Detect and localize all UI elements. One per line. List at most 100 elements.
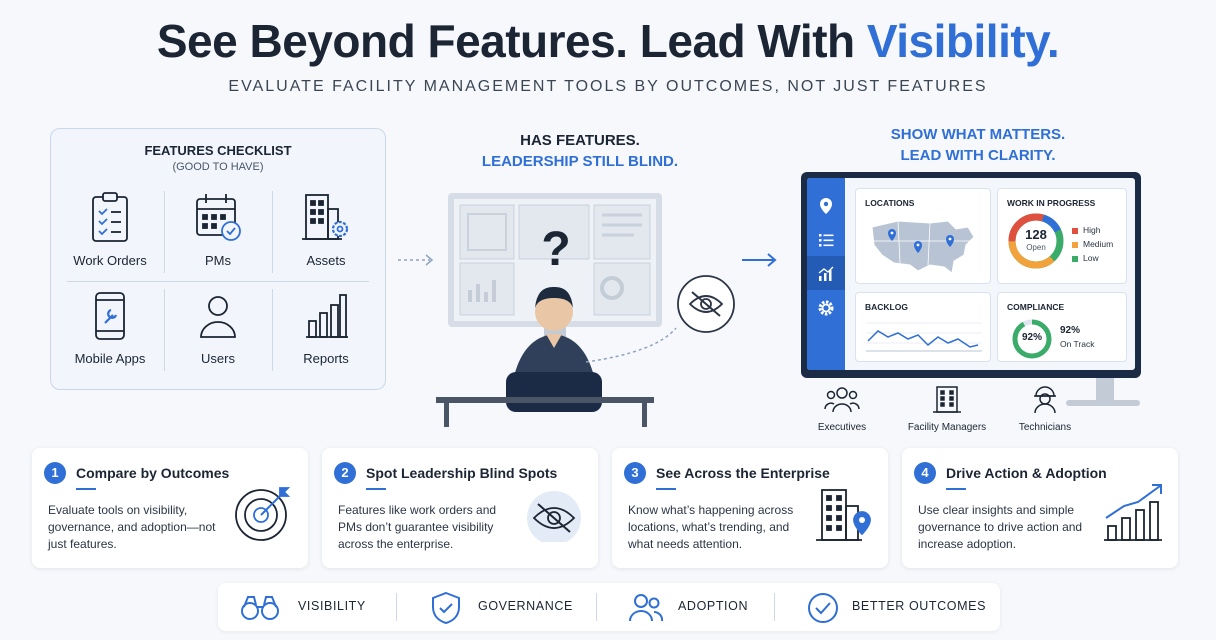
headline-main: See Beyond Features. Lead With	[156, 15, 867, 67]
location-pin-icon[interactable]	[816, 196, 836, 216]
outcome-governance: GOVERNANCE	[430, 583, 590, 631]
compliance-card[interactable]: COMPLIANCE 92% 92% On Track	[997, 292, 1127, 362]
compliance-arc	[1012, 319, 1052, 359]
eye-slash-icon	[527, 491, 581, 542]
compliance-ring-value: 92%	[1021, 332, 1042, 343]
role-label: Facility Managers	[907, 422, 987, 433]
step-card-4: 4 Drive Action & Adoption Use clear insi…	[902, 448, 1178, 568]
step-number: 1	[44, 462, 66, 484]
outcome-label: VISIBILITY	[298, 599, 366, 613]
list-icon[interactable]	[816, 230, 836, 250]
checklist-divider	[272, 289, 273, 371]
headline: See Beyond Features. Lead With Visibilit…	[0, 14, 1216, 68]
dashed-arrow-icon	[398, 254, 434, 266]
analytics-icon[interactable]	[816, 264, 836, 284]
outcome-divider	[774, 593, 775, 621]
step-accent-bar	[656, 488, 676, 490]
user-icon	[200, 296, 236, 338]
phone-wrench-icon	[95, 292, 125, 340]
us-map-icon	[871, 220, 975, 274]
backlog-trend-chart	[866, 322, 982, 352]
step-number: 2	[334, 462, 356, 484]
role-executives: Executives	[787, 384, 897, 433]
step-body: Features like work orders and PMs don’t …	[338, 503, 497, 551]
binoculars-icon	[241, 596, 279, 620]
checklist-item-reports: Reports	[273, 291, 379, 383]
dashboard-screen: LOCATIONS WORK IN PROGRESS 128	[807, 178, 1135, 370]
checklist-item-label: Assets	[306, 253, 346, 268]
step-accent-bar	[366, 488, 386, 490]
checklist-item-label: Work Orders	[73, 253, 147, 268]
checklist-subtitle: (GOOD TO HAVE)	[172, 161, 264, 173]
bar-chart-icon	[306, 294, 348, 338]
arrow-right-icon	[742, 253, 777, 267]
checklist-item-label: Mobile Apps	[74, 351, 146, 366]
work-in-progress-card[interactable]: WORK IN PROGRESS 128 Open High Medium Lo…	[997, 188, 1127, 284]
outcome-divider	[596, 593, 597, 621]
checklist-item-work-orders: Work Orders	[57, 191, 163, 283]
checklist-divider	[67, 281, 369, 282]
right-title-line2: LEAD WITH CLARITY.	[900, 147, 1056, 164]
shield-check-icon	[432, 591, 460, 625]
calendar-check-icon	[196, 194, 241, 241]
outcome-adoption: ADOPTION	[628, 583, 768, 631]
wip-title: WORK IN PROGRESS	[1007, 198, 1096, 208]
step-number: 4	[914, 462, 936, 484]
step-body: Evaluate tools on visibility, governance…	[48, 503, 216, 551]
compliance-value-label: On Track	[1060, 339, 1095, 349]
step-title: Compare by Outcomes	[76, 465, 230, 481]
middle-title: HAS FEATURES. LEADERSHIP STILL BLIND.	[440, 130, 720, 172]
outcome-divider	[396, 593, 397, 621]
monitor-stand	[1096, 378, 1114, 402]
step-card-1: 1 Compare by Outcomes Evaluate tools on …	[32, 448, 308, 568]
locations-title: LOCATIONS	[865, 198, 915, 208]
gear-icon[interactable]	[816, 298, 836, 318]
compliance-value: 92%	[1060, 325, 1081, 336]
step-title: Drive Action & Adoption	[946, 465, 1107, 481]
step-accent-bar	[946, 488, 966, 490]
step-card-3: 3 See Across the Enterprise Know what’s …	[612, 448, 888, 568]
people-group-icon	[824, 387, 860, 413]
check-circle-icon	[808, 593, 838, 623]
target-arrow-icon	[235, 487, 291, 541]
backlog-card[interactable]: BACKLOG	[855, 292, 991, 362]
outcome-label: GOVERNANCE	[478, 599, 573, 613]
dashboard-monitor: LOCATIONS WORK IN PROGRESS 128	[801, 172, 1141, 378]
monitor-stand-base	[1066, 400, 1140, 406]
checklist-title: FEATURES CHECKLIST	[144, 143, 292, 158]
outcome-better-outcomes: BETTER OUTCOMES	[806, 583, 996, 631]
legend-medium: Medium	[1072, 239, 1113, 249]
checklist-item-mobile-apps: Mobile Apps	[57, 291, 163, 383]
step-accent-bar	[76, 488, 96, 490]
outcomes-bar: VISIBILITY GOVERNANCE ADOPTION BETTER OU…	[218, 583, 1000, 631]
checklist-divider	[272, 191, 273, 273]
middle-title-line1: HAS FEATURES.	[520, 132, 640, 149]
step-card-2: 2 Spot Leadership Blind Spots Features l…	[322, 448, 598, 568]
checklist-item-label: PMs	[205, 253, 231, 268]
checklist-item-label: Users	[201, 351, 235, 366]
role-technicians: Technicians	[990, 384, 1100, 433]
locations-card[interactable]: LOCATIONS	[855, 188, 991, 284]
compliance-ring-chart	[1012, 319, 1052, 359]
legend-low-label: Low	[1083, 253, 1099, 263]
building-location-icon	[816, 489, 871, 541]
legend-medium-label: Medium	[1083, 239, 1114, 249]
office-building-icon	[933, 386, 961, 413]
checklist-divider	[164, 289, 165, 371]
wip-donut-chart	[1008, 213, 1064, 269]
step-number: 3	[624, 462, 646, 484]
step-body: Use clear insights and simple governance…	[918, 503, 1083, 551]
compliance-title: COMPLIANCE	[1007, 302, 1065, 312]
headline-accent: Visibility.	[866, 15, 1060, 67]
hardhat-worker-icon	[1034, 386, 1056, 414]
step-title: See Across the Enterprise	[656, 465, 830, 481]
building-gear-icon	[302, 194, 349, 240]
role-label: Executives	[817, 422, 867, 433]
checklist-item-users: Users	[165, 291, 271, 383]
growth-chart-icon	[1104, 484, 1162, 541]
dashboard-sidebar	[807, 178, 845, 370]
outcome-label: ADOPTION	[678, 599, 749, 613]
step-title: Spot Leadership Blind Spots	[366, 465, 558, 481]
backlog-title: BACKLOG	[865, 302, 908, 312]
checklist-item-assets: Assets	[273, 191, 379, 283]
